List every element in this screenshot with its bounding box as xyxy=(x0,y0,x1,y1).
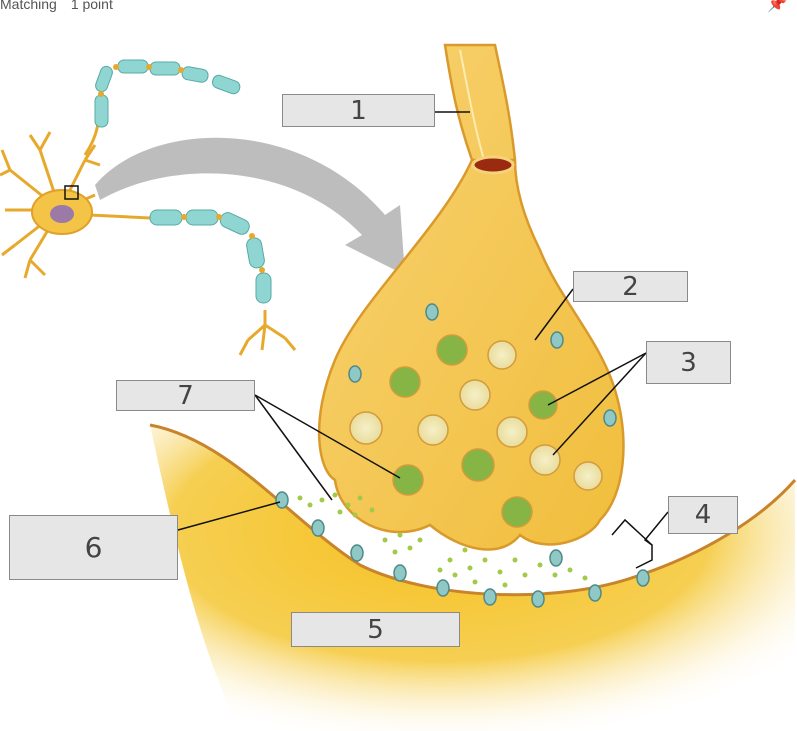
label-number: 7 xyxy=(177,380,194,411)
pin-icon[interactable]: 📌 xyxy=(767,0,787,13)
label-number: 5 xyxy=(367,614,384,645)
label-box-1[interactable]: 1 xyxy=(282,94,435,127)
question-type: Matching xyxy=(0,0,57,12)
postsynaptic-membrane xyxy=(149,423,797,597)
membrane-channels xyxy=(275,303,650,608)
neurotransmitter-dots xyxy=(297,492,588,588)
leader-lines xyxy=(177,111,669,569)
zoom-arrow xyxy=(95,137,405,275)
synaptic-cleft xyxy=(300,495,640,587)
question-points: 1 point xyxy=(70,0,113,12)
label-number: 2 xyxy=(622,271,639,302)
label-box-5[interactable]: 5 xyxy=(291,612,460,647)
label-box-3[interactable]: 3 xyxy=(646,341,731,384)
label-box-4[interactable]: 4 xyxy=(668,496,738,534)
synaptic-vesicles xyxy=(349,334,603,528)
label-number: 4 xyxy=(694,500,712,530)
question-header: Matching 1 point xyxy=(0,0,113,12)
label-box-2[interactable]: 2 xyxy=(573,271,688,302)
axon-terminal xyxy=(317,43,625,551)
label-number: 6 xyxy=(84,531,103,564)
label-number: 3 xyxy=(680,347,697,378)
axon-lumen xyxy=(471,155,515,175)
postsynaptic-cell xyxy=(150,425,795,731)
label-box-6[interactable]: 6 xyxy=(9,515,178,580)
label-number: 1 xyxy=(350,95,367,126)
label-box-7[interactable]: 7 xyxy=(116,380,255,411)
neuron-illustration xyxy=(0,59,297,356)
